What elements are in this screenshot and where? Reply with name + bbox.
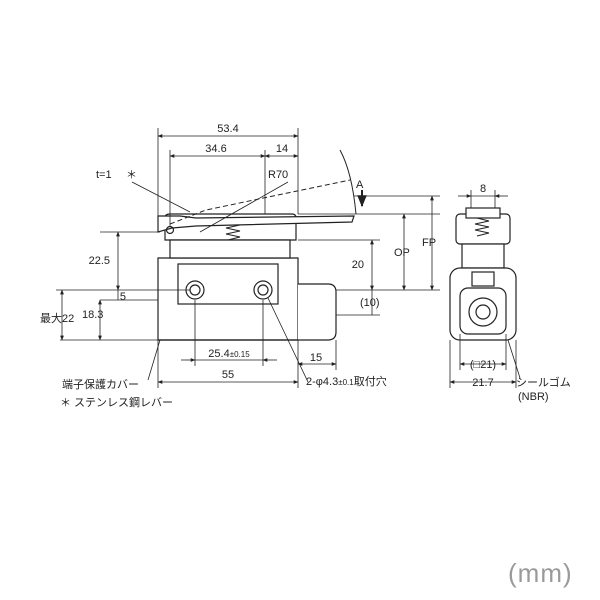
switch-body	[157, 257, 299, 341]
head-collar	[169, 239, 291, 259]
dim-15: 15	[310, 352, 322, 364]
dim-55: 55	[222, 369, 234, 381]
side-dimension-lines	[449, 190, 521, 388]
side-nub	[471, 271, 495, 287]
unit-label: (mm)	[508, 558, 573, 588]
dim-21-7: 21.7	[472, 377, 493, 389]
dim-25-4: 25.4±0.15	[208, 348, 250, 360]
body-window	[177, 263, 279, 305]
dim-hole-spec-pre: 2-φ4.3	[306, 376, 338, 388]
front-view	[157, 149, 357, 341]
dim-fp: FP	[422, 237, 436, 249]
radius-arc	[339, 149, 357, 215]
dim-r70: R70	[268, 169, 288, 181]
label-nbr: (NBR)	[518, 391, 549, 403]
dim-53-4: 53.4	[217, 123, 238, 135]
front-dimension-lines	[56, 128, 440, 388]
label-stainless-lever: ＊ ステンレス鋼レバー	[60, 395, 173, 409]
side-spring	[474, 217, 490, 237]
dim-22-5: 22.5	[89, 255, 110, 267]
dim-op: OP	[394, 247, 410, 259]
dim-hole-spec-post: 取付穴	[354, 374, 387, 388]
mounting-hole-right	[253, 280, 273, 300]
dimension-texts: 53.4 34.6 14 R70 t=1 ＊ A 22.5 5 18.3 最大2…	[40, 123, 571, 409]
dim-max22: 最大22	[40, 311, 74, 325]
dim-5: 5	[120, 291, 126, 303]
dim-14: 14	[276, 143, 288, 155]
dim-star: ＊	[126, 169, 137, 181]
lever	[157, 215, 355, 233]
side-lever-top	[465, 207, 501, 219]
dim-8: 8	[480, 183, 486, 195]
label-a: A	[356, 179, 364, 191]
side-neck	[461, 243, 505, 269]
dim-25-4-tol: ±0.15	[230, 350, 251, 359]
side-body	[449, 267, 517, 341]
side-view	[449, 207, 517, 341]
label-terminal-cover: 端子保護カバー	[62, 377, 139, 391]
dim-square-21: (□21)	[470, 359, 496, 371]
side-hole-inner	[475, 304, 491, 320]
dim-25-4-base: 25.4	[208, 348, 229, 360]
terminal-cover	[298, 283, 337, 341]
dim-hole-spec: 2-φ4.3±0.1取付穴	[306, 374, 387, 388]
dim-34-6: 34.6	[205, 143, 226, 155]
side-inner-square	[459, 287, 507, 335]
lever-actuated-position	[169, 179, 351, 225]
lever-pivot	[165, 225, 175, 235]
side-hole-outer	[468, 297, 498, 327]
dim-hole-spec-tol: ±0.1	[338, 378, 354, 387]
dim-18-3: 18.3	[82, 309, 103, 321]
label-seal-rubber: シールゴム	[516, 375, 571, 389]
dim-10: (10)	[360, 297, 380, 309]
dim-20: 20	[352, 259, 364, 271]
dim-thickness: t=1	[96, 169, 112, 181]
